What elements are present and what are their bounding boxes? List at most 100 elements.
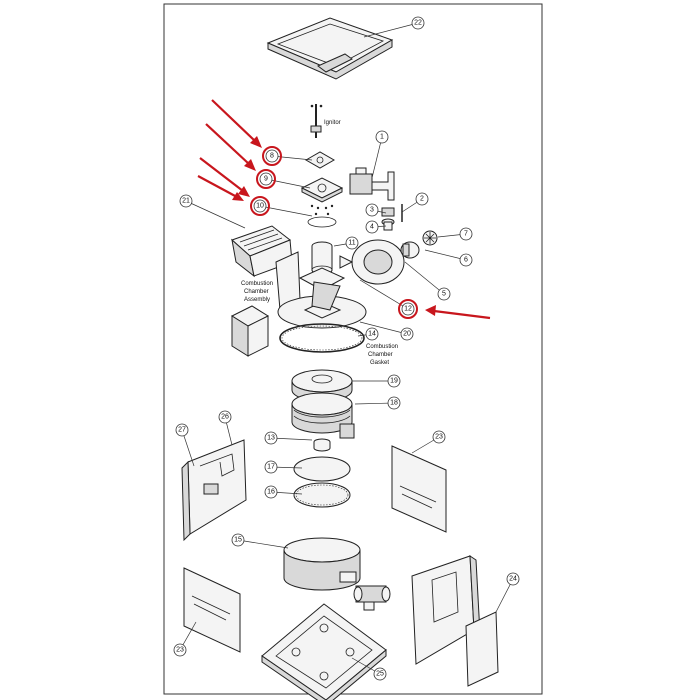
callout-number: 24: [509, 576, 517, 583]
part-ignitor-gasket: [304, 151, 336, 169]
leader-line-c22: [363, 22, 419, 38]
callout-c13: 13: [264, 431, 278, 445]
callout-number: 23: [435, 434, 443, 441]
label-cca1: Combustion: [241, 281, 273, 287]
callout-c22: 22: [411, 16, 425, 30]
callout-number: 27: [178, 427, 186, 434]
leader-line-c9: [265, 178, 311, 189]
callout-number: 15: [234, 537, 242, 544]
leader-line-c8: [271, 155, 313, 161]
callout-circle: [432, 430, 446, 444]
callout-circle: [401, 302, 415, 316]
callout-circle: [365, 327, 379, 341]
callout-number: 22: [414, 20, 422, 27]
part-ignitor-plate: [300, 177, 344, 216]
label-ccg2: Chamber: [368, 352, 393, 358]
part-chamber-gasket: [279, 323, 365, 353]
callout-c4: 4: [365, 220, 379, 234]
highlight-arrows: [197, 99, 491, 320]
callout-number: 11: [348, 240, 355, 247]
callout-circle: [375, 130, 389, 144]
label-cca2: Chamber: [244, 289, 269, 295]
callout-c23: 23: [432, 430, 446, 444]
callout-circle: [173, 643, 187, 657]
callout-c1: 1: [375, 130, 389, 144]
callout-number: 16: [267, 489, 275, 496]
callout-circle: [415, 192, 429, 206]
part-label-panel-left: [183, 567, 241, 653]
label-ccg1: Combustion: [366, 344, 398, 350]
part-control-box: [230, 305, 270, 357]
callout-circle: [459, 227, 473, 241]
diagram-frame: [163, 3, 543, 695]
callout-c3: 3: [365, 203, 379, 217]
callout-circle: [506, 572, 520, 586]
callout-number: 23: [176, 647, 184, 654]
highlight-ring: [398, 299, 418, 319]
leader-line-c20: [359, 321, 408, 335]
part-drain-fitting: [313, 438, 331, 452]
callout-circle: [437, 287, 451, 301]
callout-c10: 10: [250, 196, 270, 216]
callout-circle: [365, 203, 379, 217]
callout-c20: 20: [400, 327, 414, 341]
callout-number: 12: [404, 306, 412, 313]
part-heat-exchanger: [291, 392, 355, 439]
callout-circle: [373, 667, 387, 681]
highlight-ring: [256, 169, 276, 189]
callout-number: 19: [390, 378, 398, 385]
leader-line-c15: [237, 539, 289, 549]
part-air-intake: [231, 225, 293, 278]
callout-c26: 26: [218, 410, 232, 424]
callout-c5: 5: [437, 287, 451, 301]
callout-number: 1: [380, 134, 384, 141]
label-cca3: Assembly: [244, 297, 270, 303]
callout-number: 2: [420, 196, 424, 203]
part-blower: [339, 239, 420, 285]
callout-circle: [345, 236, 359, 250]
leader-line-c6: [424, 249, 467, 261]
callout-circle: [459, 253, 473, 267]
leader-line-c21: [185, 200, 246, 229]
callout-circle: [365, 220, 379, 234]
callout-c23b: 23: [173, 643, 187, 657]
callout-circle: [264, 460, 278, 474]
callout-c21: 21: [179, 194, 193, 208]
highlight-ring: [262, 146, 282, 166]
label-ccg3: Gasket: [370, 360, 389, 366]
part-top-cover: [266, 17, 394, 80]
callout-number: 21: [182, 198, 190, 205]
callout-c25: 25: [373, 667, 387, 681]
leader-line-c13: [270, 437, 313, 441]
callout-c15: 15: [231, 533, 245, 547]
callout-c6: 6: [459, 253, 473, 267]
callout-c9: 9: [256, 169, 276, 189]
label-ignitor: Ignitor: [324, 120, 341, 126]
part-gas-valve: [349, 167, 395, 201]
callout-c24: 24: [506, 572, 520, 586]
callout-c27: 27: [175, 423, 189, 437]
callout-c19: 19: [387, 374, 401, 388]
callout-circle: [175, 423, 189, 437]
callout-c7: 7: [459, 227, 473, 241]
part-burner-gasket: [307, 216, 337, 228]
callout-circle: [400, 327, 414, 341]
part-ignitor: [310, 104, 323, 138]
callout-number: 6: [464, 257, 468, 264]
callout-c11: 11: [345, 236, 359, 250]
callout-circle: [265, 149, 279, 163]
callout-c8: 8: [262, 146, 282, 166]
callout-circle: [218, 410, 232, 424]
callout-number: 10: [256, 203, 264, 210]
callout-c12: 12: [398, 299, 418, 319]
callout-circle: [259, 172, 273, 186]
callout-circle: [179, 194, 193, 208]
callout-c17: 17: [264, 460, 278, 474]
callout-number: 17: [267, 464, 275, 471]
callout-circle: [387, 374, 401, 388]
callout-number: 7: [464, 231, 468, 238]
callout-number: 14: [368, 331, 376, 338]
leader-line-c1: [371, 136, 383, 179]
